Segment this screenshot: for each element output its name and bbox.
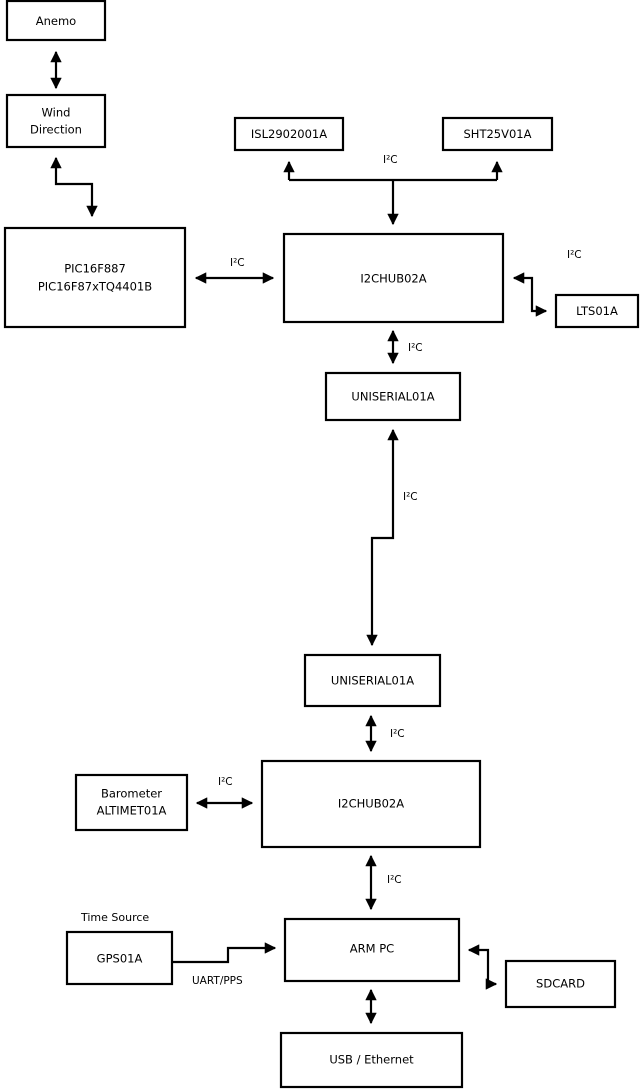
node-i2chub02a-top-label: I2CHUB02A xyxy=(360,272,426,286)
node-pic-mcu-label-1: PIC16F887 xyxy=(64,262,126,276)
node-wind-direction-label-2: Direction xyxy=(30,123,82,137)
node-sdcard[interactable]: SDCARD xyxy=(504,959,617,1009)
node-gps01a-label: GPS01A xyxy=(97,952,143,966)
connector-armpc-sdcard xyxy=(467,944,498,990)
node-uniserial01a-upper[interactable]: UNISERIAL01A xyxy=(324,371,462,422)
node-barometer[interactable]: Barometer ALTIMET01A xyxy=(74,773,189,832)
node-arm-pc-label: ARM PC xyxy=(350,942,394,956)
node-i2chub02a-bottom-label: I2CHUB02A xyxy=(338,797,404,811)
node-uniserial01a-lower[interactable]: UNISERIAL01A xyxy=(303,653,442,708)
node-lts01a[interactable]: LTS01A xyxy=(554,293,640,329)
node-isl2902001a[interactable]: ISL2902001A xyxy=(233,116,345,152)
node-arm-pc[interactable]: ARM PC xyxy=(283,917,461,983)
connector-uniserial-uniserial xyxy=(366,428,399,647)
node-i2chub02a-top[interactable]: I2CHUB02A xyxy=(282,232,505,324)
connector-hubtop-lts xyxy=(512,272,548,317)
node-anemo[interactable]: Anemo xyxy=(5,0,107,42)
node-barometer-label-1: Barometer xyxy=(101,787,162,801)
node-gps01a[interactable]: GPS01A xyxy=(65,930,174,986)
node-lts01a-label: LTS01A xyxy=(576,304,618,318)
label-time-source: Time Source xyxy=(80,911,149,924)
node-usb-ethernet-label: USB / Ethernet xyxy=(329,1053,414,1067)
edge-label-pic-hub: I²C xyxy=(230,257,245,269)
node-uniserial01a-upper-label: UNISERIAL01A xyxy=(351,390,434,404)
connector-wind-pic xyxy=(50,156,98,218)
edge-label-hub2-armpc: I²C xyxy=(387,874,402,886)
node-wind-direction[interactable]: Wind Direction xyxy=(5,93,107,149)
node-sht25v01a-label: SHT25V01A xyxy=(464,127,532,141)
node-barometer-label-2: ALTIMET01A xyxy=(97,804,167,818)
node-sdcard-label: SDCARD xyxy=(536,977,585,991)
node-isl2902001a-label: ISL2902001A xyxy=(251,127,327,141)
edge-label-gps-armpc: UART/PPS xyxy=(192,975,243,987)
edge-label-barometer-hub2: I²C xyxy=(218,776,233,788)
edge-label-hub-uniserial: I²C xyxy=(408,342,423,354)
node-usb-ethernet[interactable]: USB / Ethernet xyxy=(279,1031,464,1089)
edge-label-sensors-hub: I²C xyxy=(383,154,398,166)
edge-label-uniserial-uniserial: I²C xyxy=(403,491,418,503)
node-i2chub02a-bottom[interactable]: I2CHUB02A xyxy=(260,759,482,849)
node-wind-direction-label-1: Wind xyxy=(42,106,71,120)
node-uniserial01a-lower-label: UNISERIAL01A xyxy=(331,674,414,688)
edge-label-uniserial-hub2: I²C xyxy=(390,728,405,740)
labels-layer: I²C I²C I²C I²C I²C I²C I²C I²C UART/PPS… xyxy=(80,154,582,987)
node-anemo-label: Anemo xyxy=(36,14,76,28)
edge-label-hub-lts: I²C xyxy=(567,249,582,261)
node-sht25v01a[interactable]: SHT25V01A xyxy=(441,116,554,152)
boxes-layer: Anemo Wind Direction PIC16F887 PIC16F87x… xyxy=(3,0,640,1089)
node-pic-mcu[interactable]: PIC16F887 PIC16F87xTQ4401B xyxy=(3,226,187,329)
connectors-layer xyxy=(50,50,548,1025)
node-pic-mcu-label-2: PIC16F87xTQ4401B xyxy=(38,280,152,294)
connector-gps-armpc xyxy=(172,942,277,964)
